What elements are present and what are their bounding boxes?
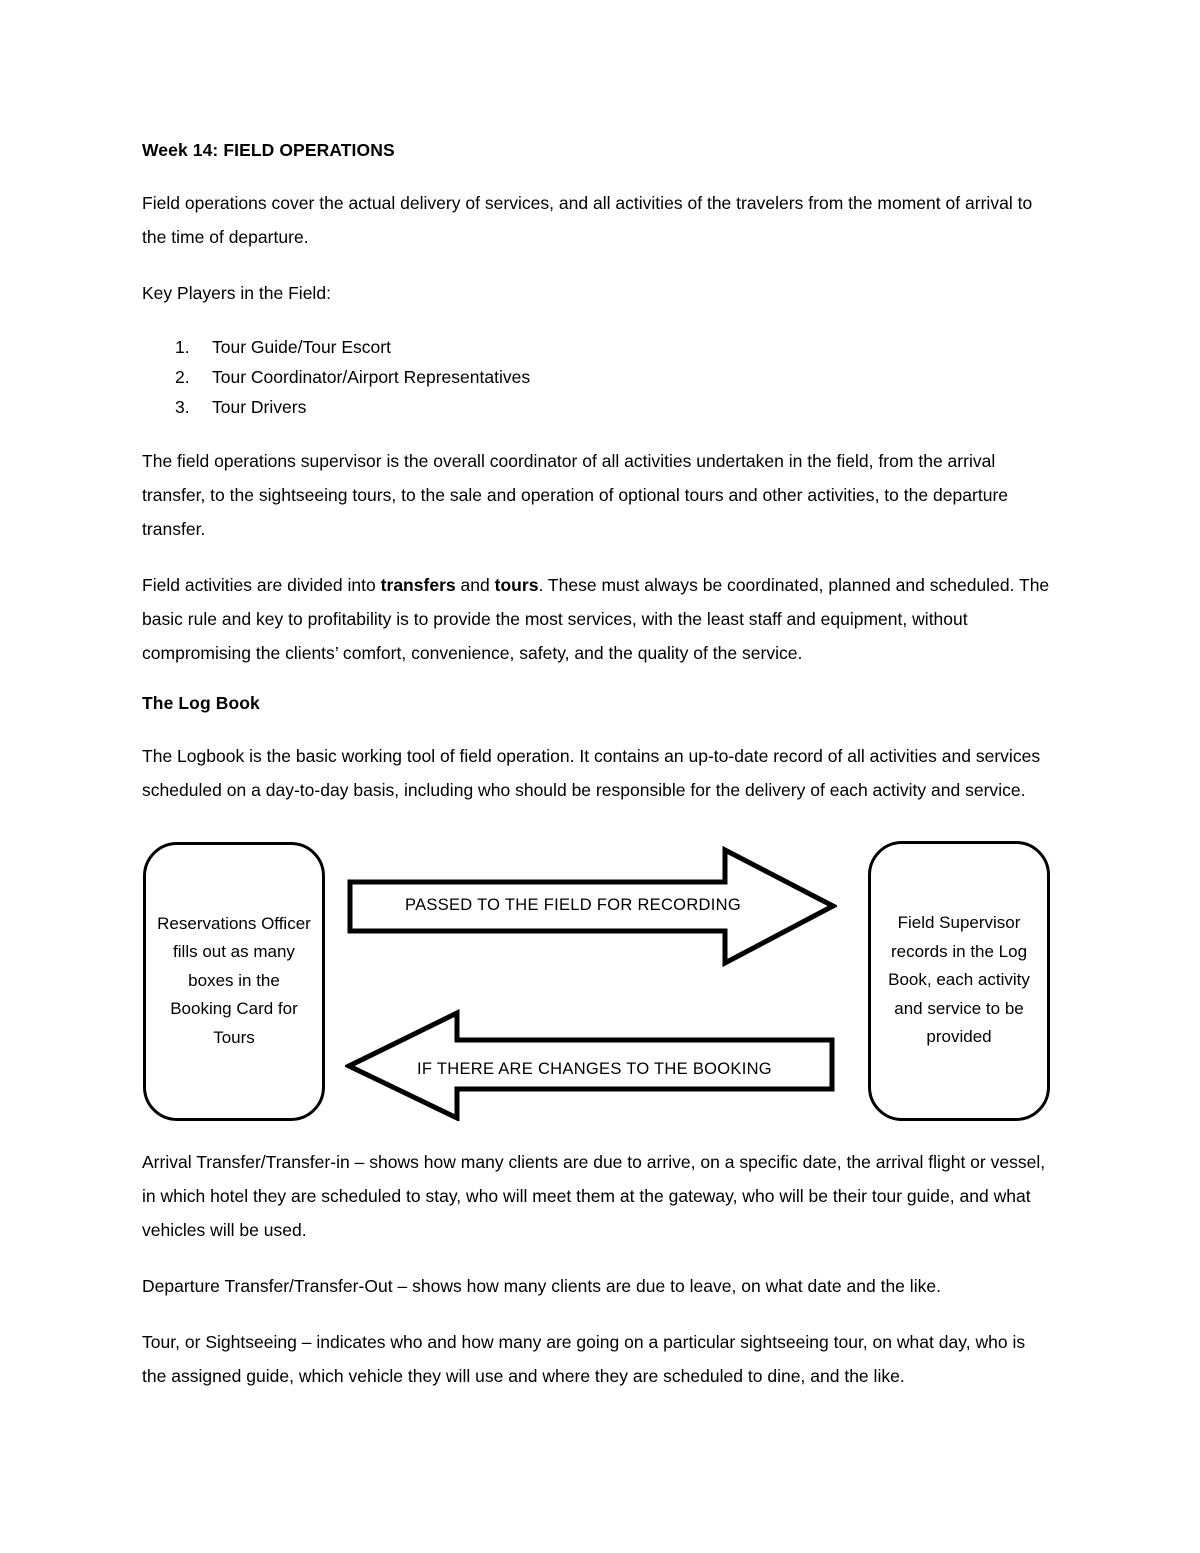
arrow-left-icon <box>345 1008 835 1121</box>
log-book-flow-diagram: Reservations Officer fills out as many b… <box>142 829 1052 1121</box>
field-activities-bold-transfers: transfers <box>380 574 456 595</box>
list-item: 2. Tour Coordinator/Airport Representati… <box>142 362 1052 392</box>
departure-transfer-paragraph: Departure Transfer/Transfer-Out – shows … <box>142 1275 941 1296</box>
page-title: Week 14: FIELD OPERATIONS <box>142 140 395 160</box>
list-item-label: Tour Drivers <box>212 396 307 417</box>
list-item: 1. Tour Guide/Tour Escort <box>142 332 1052 362</box>
field-activities-part1: Field activities are divided into <box>142 574 381 595</box>
diagram-arrow-left: IF THERE ARE CHANGES TO THE BOOKING <box>345 1008 835 1121</box>
log-book-heading: The Log Book <box>142 692 260 713</box>
list-item: 3. Tour Drivers <box>142 392 1052 422</box>
field-activities-paragraph: Field activities are divided into transf… <box>142 568 1052 670</box>
diagram-right-box: Field Supervisor records in the Log Book… <box>868 840 1050 1121</box>
list-item-label: Tour Guide/Tour Escort <box>212 336 391 357</box>
diagram-left-box-label: Reservations Officer fills out as many b… <box>157 913 311 1047</box>
intro-paragraph: Field operations cover the actual delive… <box>142 192 1033 247</box>
tour-sightseeing-paragraph: Tour, or Sightseeing – indicates who and… <box>142 1331 1026 1386</box>
field-activities-part2: and <box>455 574 495 595</box>
list-item-number: 1. <box>175 336 190 357</box>
diagram-arrow-left-label: IF THERE ARE CHANGES TO THE BOOKING <box>417 1059 772 1078</box>
list-item-label: Tour Coordinator/Airport Representatives <box>212 366 531 387</box>
arrow-right-icon <box>347 845 837 967</box>
diagram-arrow-right: PASSED TO THE FIELD FOR RECORDING <box>347 844 837 969</box>
list-item-number: 3. <box>175 396 190 417</box>
supervisor-paragraph: The field operations supervisor is the o… <box>142 450 1009 539</box>
diagram-right-box-label: Field Supervisor records in the Log Book… <box>888 913 1030 1047</box>
key-players-label: Key Players in the Field: <box>142 282 331 303</box>
field-activities-bold-tours: tours <box>494 574 539 595</box>
list-item-number: 2. <box>175 366 190 387</box>
key-players-list: 1. Tour Guide/Tour Escort 2. Tour Coordi… <box>142 332 1052 422</box>
document-content: Week 14: FIELD OPERATIONS Field operatio… <box>142 139 1052 1415</box>
diagram-arrow-right-label: PASSED TO THE FIELD FOR RECORDING <box>405 895 741 914</box>
diagram-left-box: Reservations Officer fills out as many b… <box>143 841 325 1121</box>
arrival-transfer-paragraph: Arrival Transfer/Transfer-in – shows how… <box>142 1151 1046 1240</box>
field-activities-part3: . These must always be coordinated, plan… <box>142 574 1050 663</box>
log-book-paragraph: The Logbook is the basic working tool of… <box>142 745 1041 800</box>
